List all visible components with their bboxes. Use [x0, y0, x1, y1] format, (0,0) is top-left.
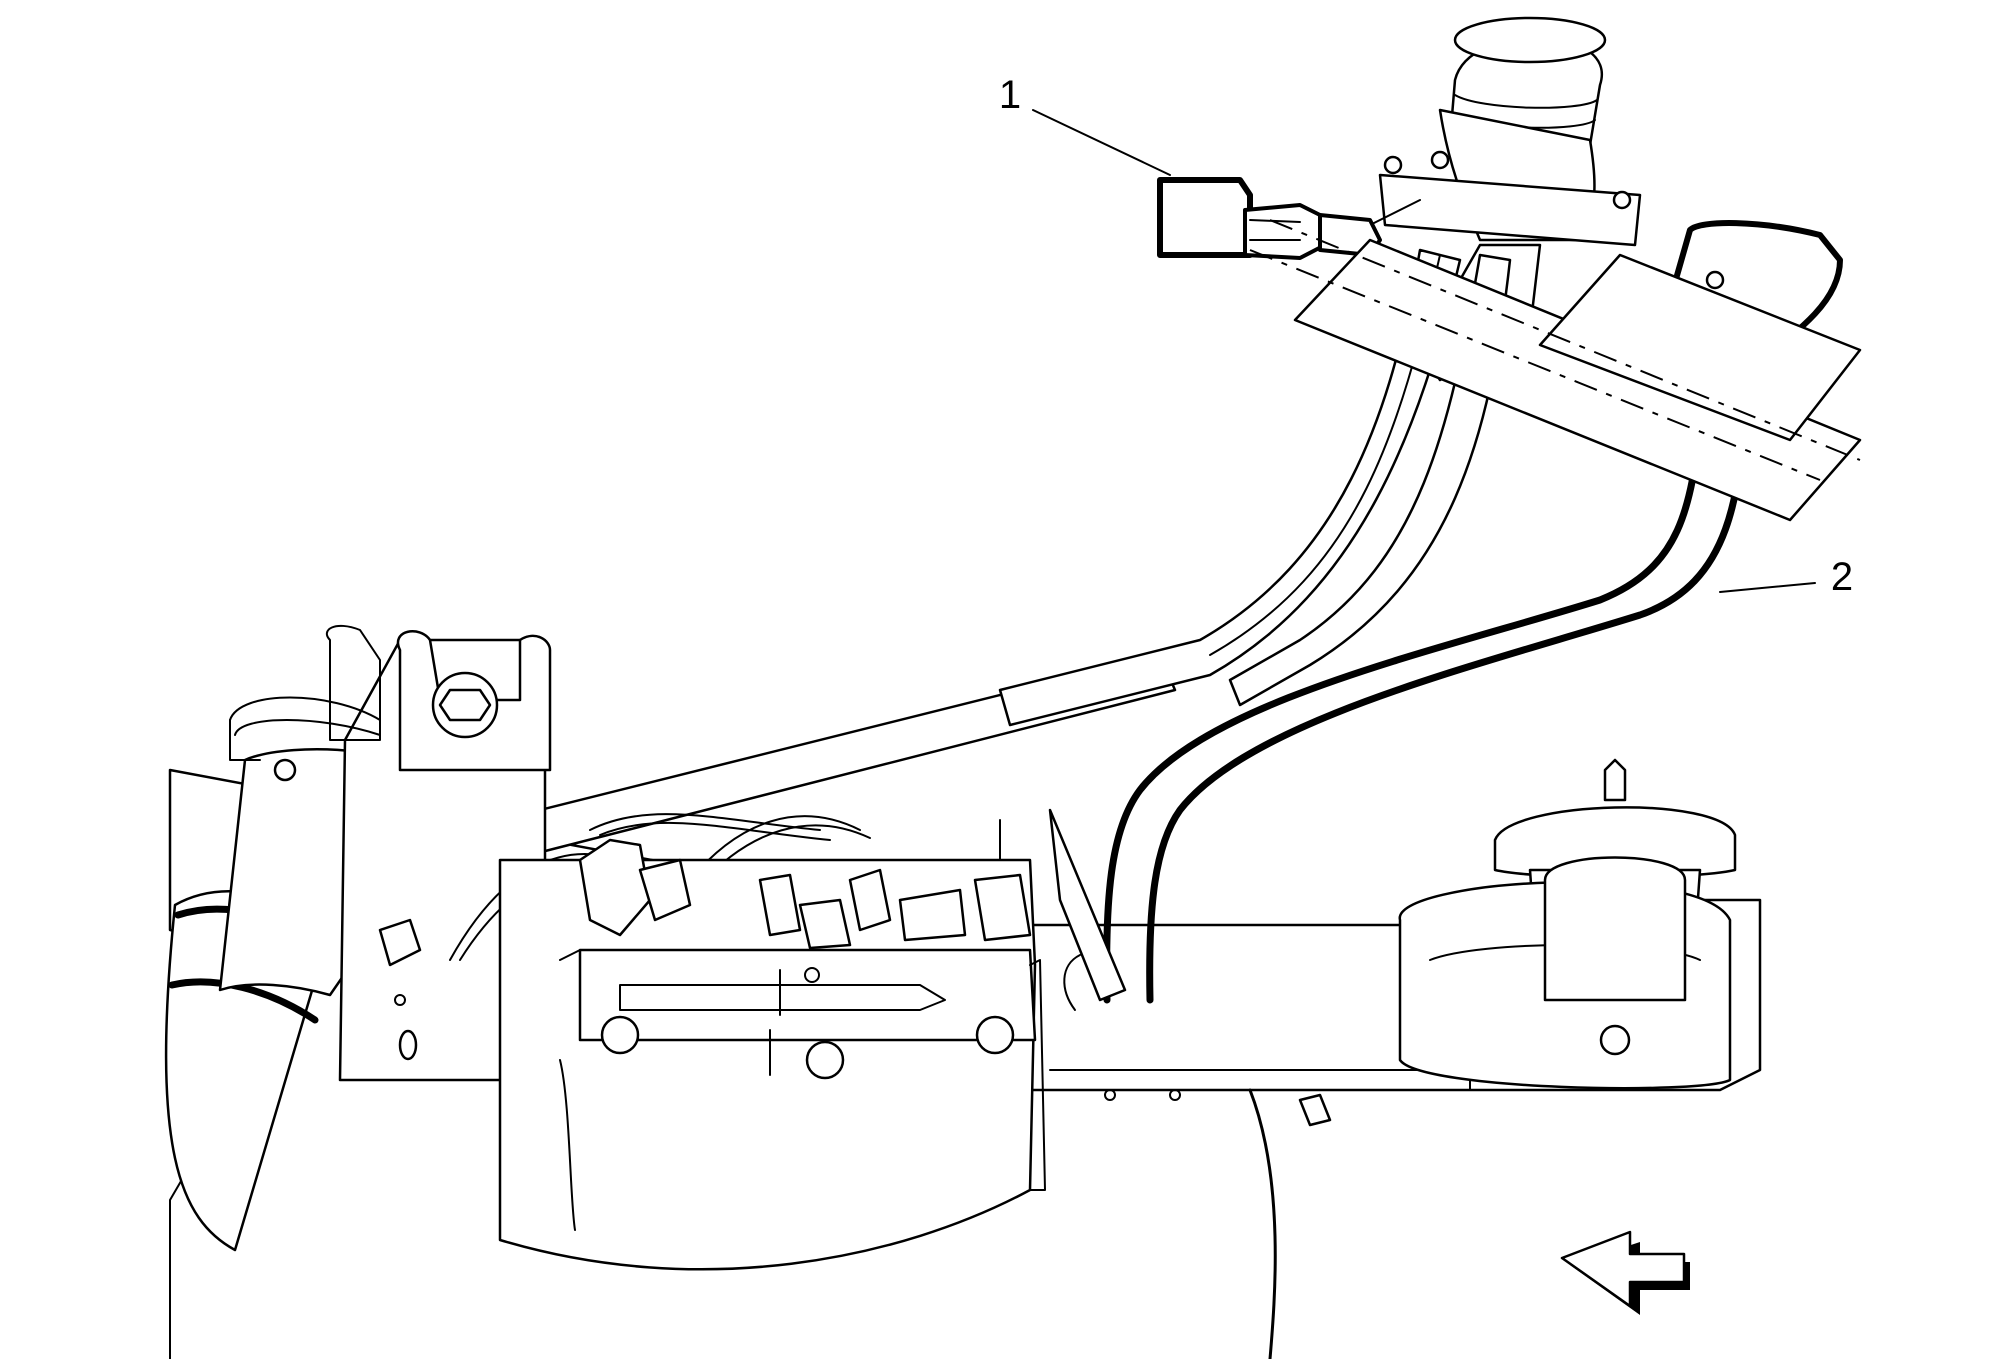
frame-clips	[1104, 1089, 1332, 1127]
detail-zoom-box	[1249, 219, 1862, 522]
fuel-connector-1	[1157, 177, 1382, 260]
valve-cluster	[578, 819, 1032, 950]
left-arrow-icon	[1560, 1230, 1690, 1315]
taper-indicator	[1048, 808, 1127, 1011]
engine-mount	[1398, 758, 1737, 1090]
callout-2-label: 2	[1831, 555, 1853, 599]
callout-2-leader	[1719, 582, 1816, 593]
fuel-filler-neck	[1378, 16, 1642, 382]
shock-absorber-assembly	[164, 624, 552, 1252]
callout-1-leader	[1032, 109, 1171, 176]
callout-1-label: 1	[999, 73, 1021, 117]
evap-canister	[498, 858, 1046, 1271]
